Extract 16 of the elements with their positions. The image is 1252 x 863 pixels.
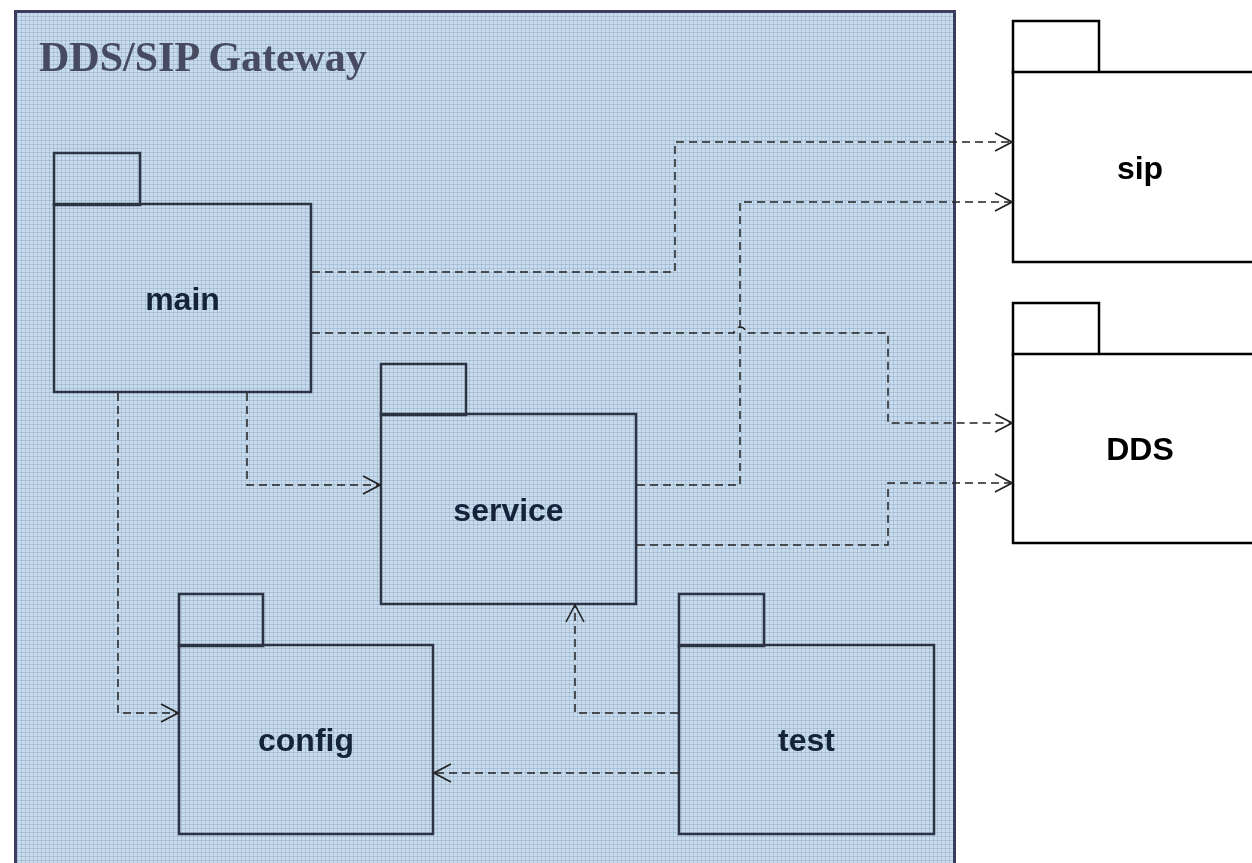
dependency-arrow	[311, 326, 1013, 433]
dependency-arrow	[311, 132, 1013, 273]
dependency-arrow	[636, 473, 1013, 546]
package-name: main	[145, 280, 220, 317]
package-frame	[14, 10, 956, 863]
package-name: DDS	[1106, 430, 1174, 468]
dependency-arrow	[246, 392, 381, 495]
dependency-arrow	[117, 392, 179, 723]
dependency-arrow	[433, 763, 679, 783]
dependency-arrow	[636, 192, 1013, 486]
package-name: config	[258, 721, 354, 759]
dependency-arrow	[565, 604, 679, 714]
package-name: service	[453, 491, 564, 528]
package-title: DDS/SIP Gateway	[39, 33, 367, 81]
package-name: sip	[1116, 149, 1164, 186]
package-name: test	[778, 721, 835, 759]
